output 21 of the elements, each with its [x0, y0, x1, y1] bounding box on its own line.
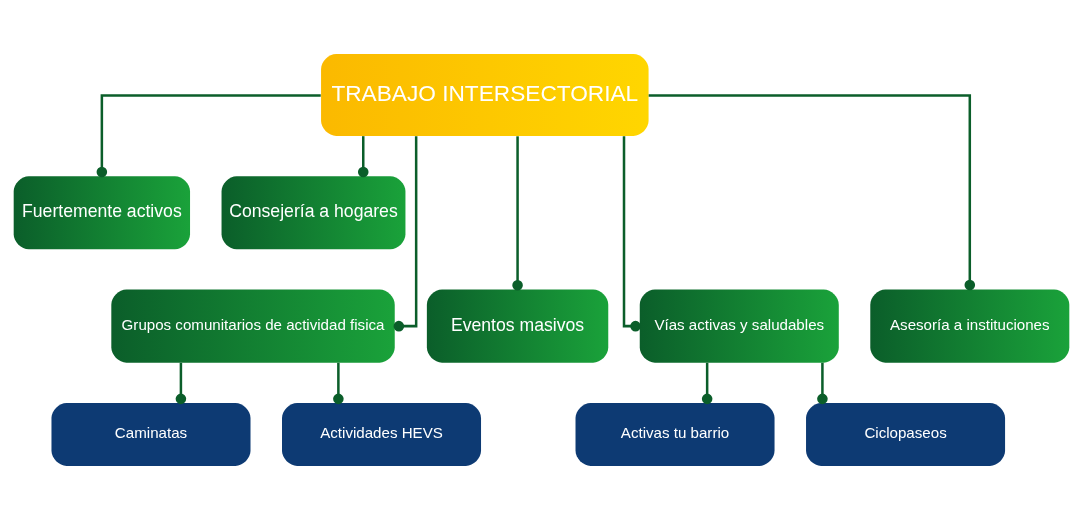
- connector: [175, 362, 187, 404]
- connector: [96, 93, 321, 177]
- connector: [393, 135, 418, 331]
- connector: [622, 135, 641, 331]
- node-box: TRABAJO INTERSECTORIAL: [321, 53, 649, 136]
- node-box: Ciclopaseos: [806, 402, 1006, 466]
- node-box: Caminatas: [51, 402, 251, 466]
- node-box: Eventos masivos: [426, 289, 609, 363]
- connector: [701, 362, 713, 404]
- node-box: Activas tu barrio: [575, 402, 775, 466]
- connector: [817, 362, 828, 404]
- node-box: Vías activas y saludables: [639, 289, 839, 363]
- node-box: Grupos comunitarios de actividad fisica: [111, 289, 395, 363]
- connector: [357, 135, 369, 177]
- node-box: Asesoría a instituciones: [870, 289, 1070, 363]
- connector: [333, 362, 344, 404]
- connector: [648, 93, 976, 290]
- node-box: Fuertemente activos: [13, 175, 191, 249]
- connector: [512, 135, 523, 291]
- node-box: Actividades HEVS: [282, 402, 482, 466]
- node-box: Consejería a hogares: [221, 175, 406, 249]
